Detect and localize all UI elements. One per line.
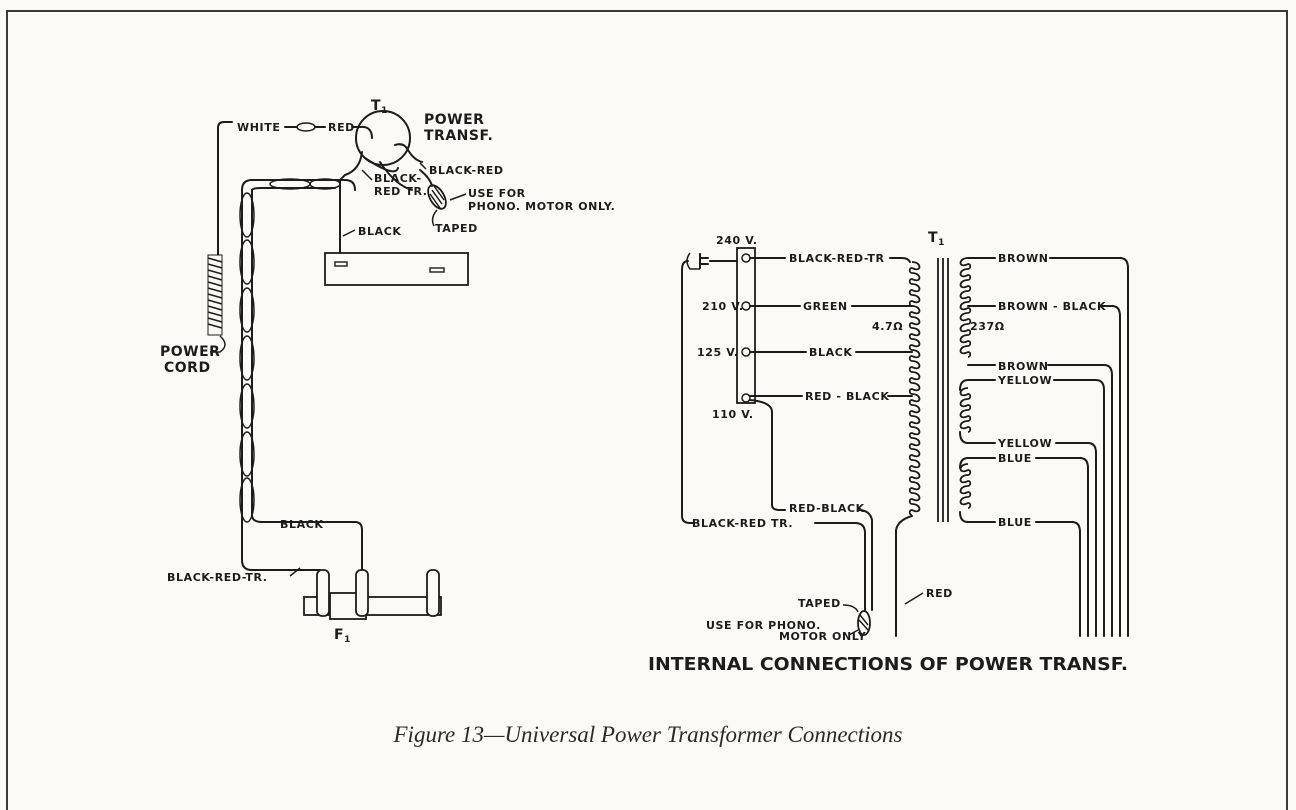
power-cord-coil — [207, 254, 223, 336]
blue-lead-1-label: BLUE — [998, 452, 1032, 465]
red-wire-label: RED — [328, 121, 355, 134]
use-for-label-line2: PHONO. MOTOR ONLY. — [468, 200, 615, 213]
figure-caption: Figure 13—Universal Power Transformer Co… — [393, 722, 903, 747]
red-lead-label: RED — [926, 587, 953, 600]
tap-210v-label: 210 V. — [702, 300, 744, 313]
brown-black-lead-label: BROWN - BLACK — [998, 300, 1106, 313]
use-for-lower-line2: MOTOR ONLY — [779, 630, 867, 643]
black-red-tr-lead-label: BLACK-RED-TR — [789, 252, 885, 265]
figure-frame — [6, 10, 1288, 810]
taped-lower-label: TAPED — [798, 597, 841, 610]
tap-240v-label: 240 V. — [716, 234, 758, 247]
brown-lead-top-label: BROWN — [998, 252, 1049, 265]
yellow-lead-2-label: YELLOW — [997, 437, 1052, 450]
left-wiring-diagram: T1 POWER TRANSF. WHITE RED POWER CORD — [160, 98, 615, 645]
tap-110v-label: 110 V. — [712, 408, 754, 421]
black-lead-label: BLACK — [809, 346, 853, 359]
power-transformer-symbol — [355, 110, 411, 166]
yellow-lead-1-label: YELLOW — [997, 374, 1052, 387]
red-black-lower-label: RED-BLACK — [789, 502, 865, 515]
secondary-winding-filament-2 — [959, 463, 972, 509]
black-red-tr-label-line1: BLACK- — [374, 172, 422, 185]
brown-lead-2-label: BROWN — [998, 360, 1049, 373]
black-red-tr-lower-label: BLACK-RED TR. — [692, 517, 793, 530]
black-red-tr-label-line2: RED TR. — [374, 185, 428, 198]
power-cord-label-line2: CORD — [164, 360, 211, 376]
t1-label: T1 — [371, 98, 388, 116]
terminal-strip — [324, 252, 469, 286]
t1-label-right: T1 — [928, 230, 945, 248]
voltage-tap-board — [736, 247, 756, 404]
ac-plug-symbol — [686, 252, 709, 270]
internal-connections-title: INTERNAL CONNECTIONS OF POWER TRANSF. — [648, 654, 1128, 675]
green-lead-label: GREEN — [803, 300, 848, 313]
power-transf-label-line2: TRANSF. — [424, 128, 493, 144]
right-wiring-diagram: T1 240 V. 210 V. 125 V. 110 V. BLACK-RED… — [648, 230, 1129, 675]
white-wire-label: WHITE — [237, 121, 280, 134]
use-for-label-line1: USE FOR — [468, 187, 526, 200]
red-black-lead-label: RED - BLACK — [805, 390, 889, 403]
twisted-cable — [239, 178, 363, 571]
primary-resistance-label: 4.7Ω — [872, 320, 903, 333]
wire-splice — [296, 122, 316, 132]
secondary-winding-filament-1 — [959, 387, 972, 433]
black-wire-bottom-label: BLACK — [280, 518, 324, 531]
f1-label: F1 — [334, 627, 351, 645]
primary-winding — [908, 261, 921, 516]
power-transf-label-line1: POWER — [424, 112, 484, 128]
black-red-wire-label: BLACK-RED — [429, 164, 504, 177]
secondary-resistance-label: 237Ω — [970, 320, 1005, 333]
fuse-holder — [303, 569, 442, 620]
power-cord-label-line1: POWER — [160, 344, 220, 360]
black-red-tr-bottom-label: BLACK-RED-TR. — [167, 571, 268, 584]
use-for-lower-line1: USE FOR PHONO. — [706, 619, 821, 632]
secondary-winding-high-voltage — [959, 257, 972, 358]
black-wire-top-label: BLACK — [358, 225, 402, 238]
taped-label: TAPED — [435, 222, 478, 235]
tap-125v-label: 125 V. — [697, 346, 739, 359]
blue-lead-2-label: BLUE — [998, 516, 1032, 529]
